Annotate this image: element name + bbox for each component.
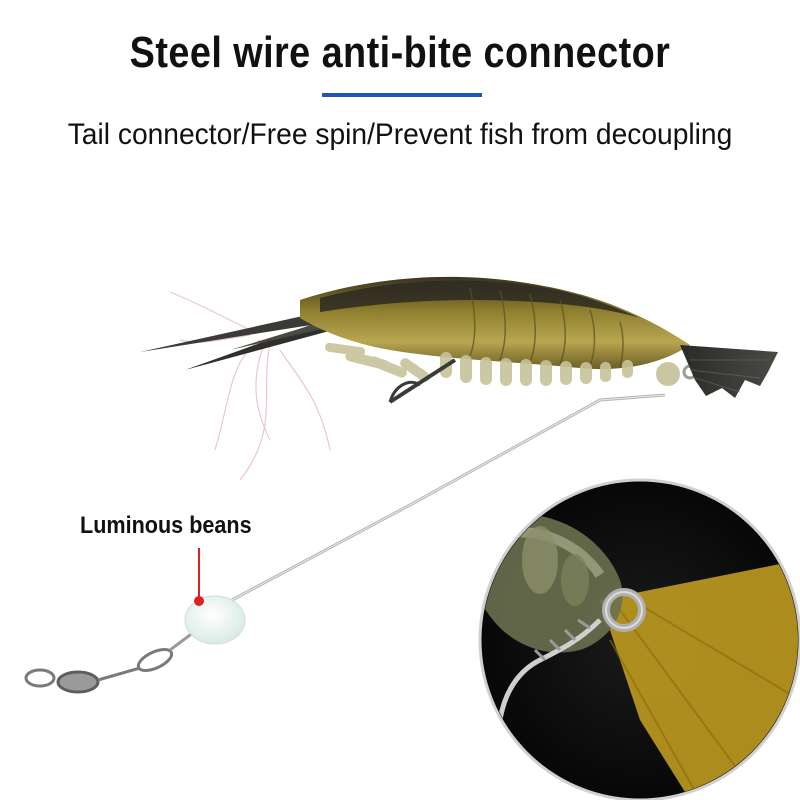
steel-wire — [231, 393, 666, 602]
page-subtitle: Tail connector/Free spin/Prevent fish fr… — [67, 118, 733, 151]
page-title: Steel wire anti-bite connector — [129, 28, 671, 77]
luminous-bead — [184, 595, 246, 645]
swivel-snap — [24, 618, 211, 694]
luminous-beans-label: Luminous beans — [80, 512, 252, 539]
bead-pointer — [194, 548, 204, 606]
shrimp-lure — [140, 276, 778, 404]
detail-inset — [478, 478, 800, 800]
title-underline — [322, 93, 482, 97]
